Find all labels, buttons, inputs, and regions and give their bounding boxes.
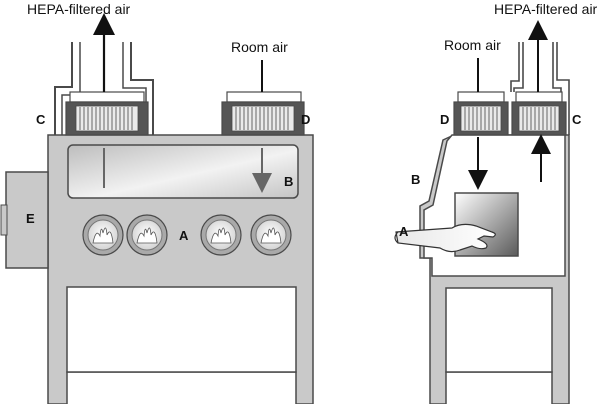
viewing-window xyxy=(67,144,299,199)
glove-port xyxy=(82,214,124,256)
tag-a-side: A xyxy=(399,224,409,239)
glove-ports xyxy=(82,214,292,256)
side-view: HEPA-filtered air Room air D C B A xyxy=(394,1,598,404)
cabinet-base-opening xyxy=(66,286,297,373)
side-exhaust-hepa-filter xyxy=(511,91,567,136)
front-view: HEPA-filtered air Room air C D B A E xyxy=(0,1,314,404)
tag-b-side: B xyxy=(411,172,420,187)
glove-port xyxy=(250,214,292,256)
side-supply-hepa-filter xyxy=(453,91,509,136)
side-exhaust-duct xyxy=(510,42,570,135)
supply-hepa-filter xyxy=(221,91,305,136)
pass-through-box xyxy=(5,171,49,269)
tag-a-front: A xyxy=(179,228,189,243)
glove-port xyxy=(126,214,168,256)
tag-c-front: C xyxy=(36,112,46,127)
glove-port xyxy=(200,214,242,256)
hepa-filtered-air-label-left: HEPA-filtered air xyxy=(27,1,131,17)
room-air-label-right: Room air xyxy=(444,37,501,53)
gloved-arm xyxy=(395,223,496,253)
tag-c-side: C xyxy=(572,112,582,127)
hepa-filtered-air-label-right: HEPA-filtered air xyxy=(494,1,598,17)
exhaust-hepa-filter xyxy=(65,91,149,136)
tag-b-front: B xyxy=(284,174,293,189)
room-air-label-left: Room air xyxy=(231,39,288,55)
exhaust-duct xyxy=(54,42,154,135)
tag-d-side: D xyxy=(440,112,449,127)
tag-d-front: D xyxy=(301,112,310,127)
side-base-opening xyxy=(445,287,553,373)
tag-e-front: E xyxy=(26,211,35,226)
